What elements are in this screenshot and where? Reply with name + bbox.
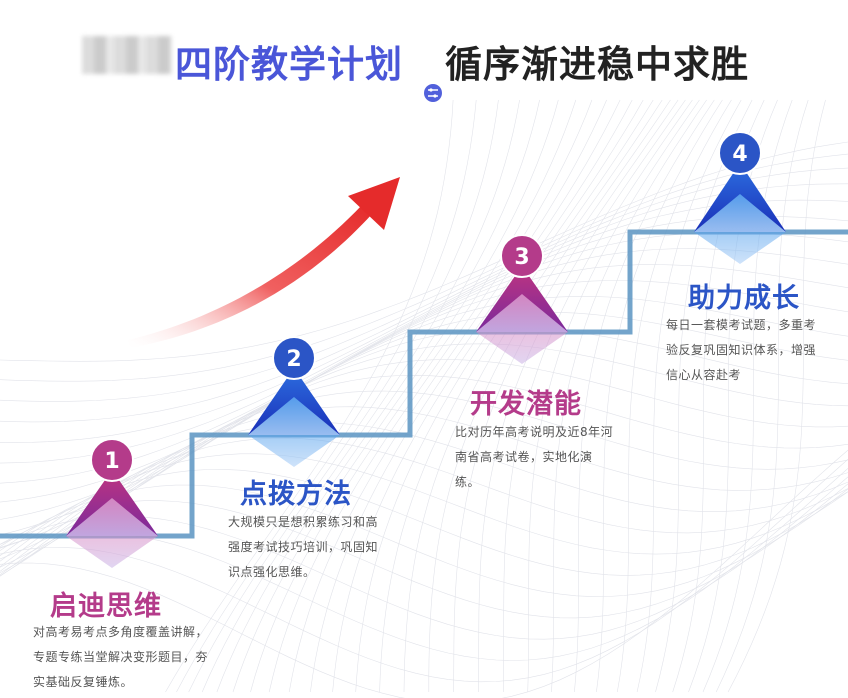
staircase-line [0, 229, 848, 539]
step-3-cone: 3 [476, 234, 568, 364]
page-header: 四阶教学计划 循序渐进稳中求胜 [0, 28, 848, 88]
step-1-cone: 1 [66, 438, 158, 568]
step-4-number: 4 [732, 142, 747, 167]
step-2-cone: 2 [248, 336, 340, 467]
step-4-title: 助力成长 [688, 283, 800, 314]
step-1-number: 1 [104, 449, 119, 474]
blurred-logo [82, 36, 172, 74]
step-2-badge [272, 336, 316, 380]
step-1-badge [90, 438, 134, 482]
step-2-number: 2 [286, 347, 301, 372]
step-3-title: 开发潜能 [470, 389, 582, 420]
trend-arrow-icon [128, 177, 400, 348]
step-1-title: 启迪思维 [50, 591, 162, 622]
step-2-title: 点拨方法 [240, 479, 352, 510]
step-3-number: 3 [514, 245, 529, 270]
step-4-cone: 4 [694, 131, 786, 264]
step-1-desc: 对高考易考点多角度覆盖讲解，专题专练当堂解决变形题目，夯实基础反复锤炼。 [33, 625, 209, 689]
step-3-badge [500, 234, 544, 278]
step-4-desc: 每日一套模考试题，多重考验反复巩固知识体系，增强信心从容赴考 [666, 318, 817, 382]
step-3-desc: 比对历年高考说明及近8年河南省高考试卷，实地化演练。 [455, 425, 614, 489]
background-mesh [0, 99, 848, 698]
title-main: 循序渐进稳中求胜 [445, 43, 749, 86]
step-2-desc: 大规模只是想积累练习和高强度考试技巧培训，巩固知识点强化思维。 [228, 515, 379, 579]
title-highlight: 四阶教学计划 [175, 43, 403, 86]
step-4-badge [718, 131, 762, 175]
sliders-icon [424, 84, 442, 102]
